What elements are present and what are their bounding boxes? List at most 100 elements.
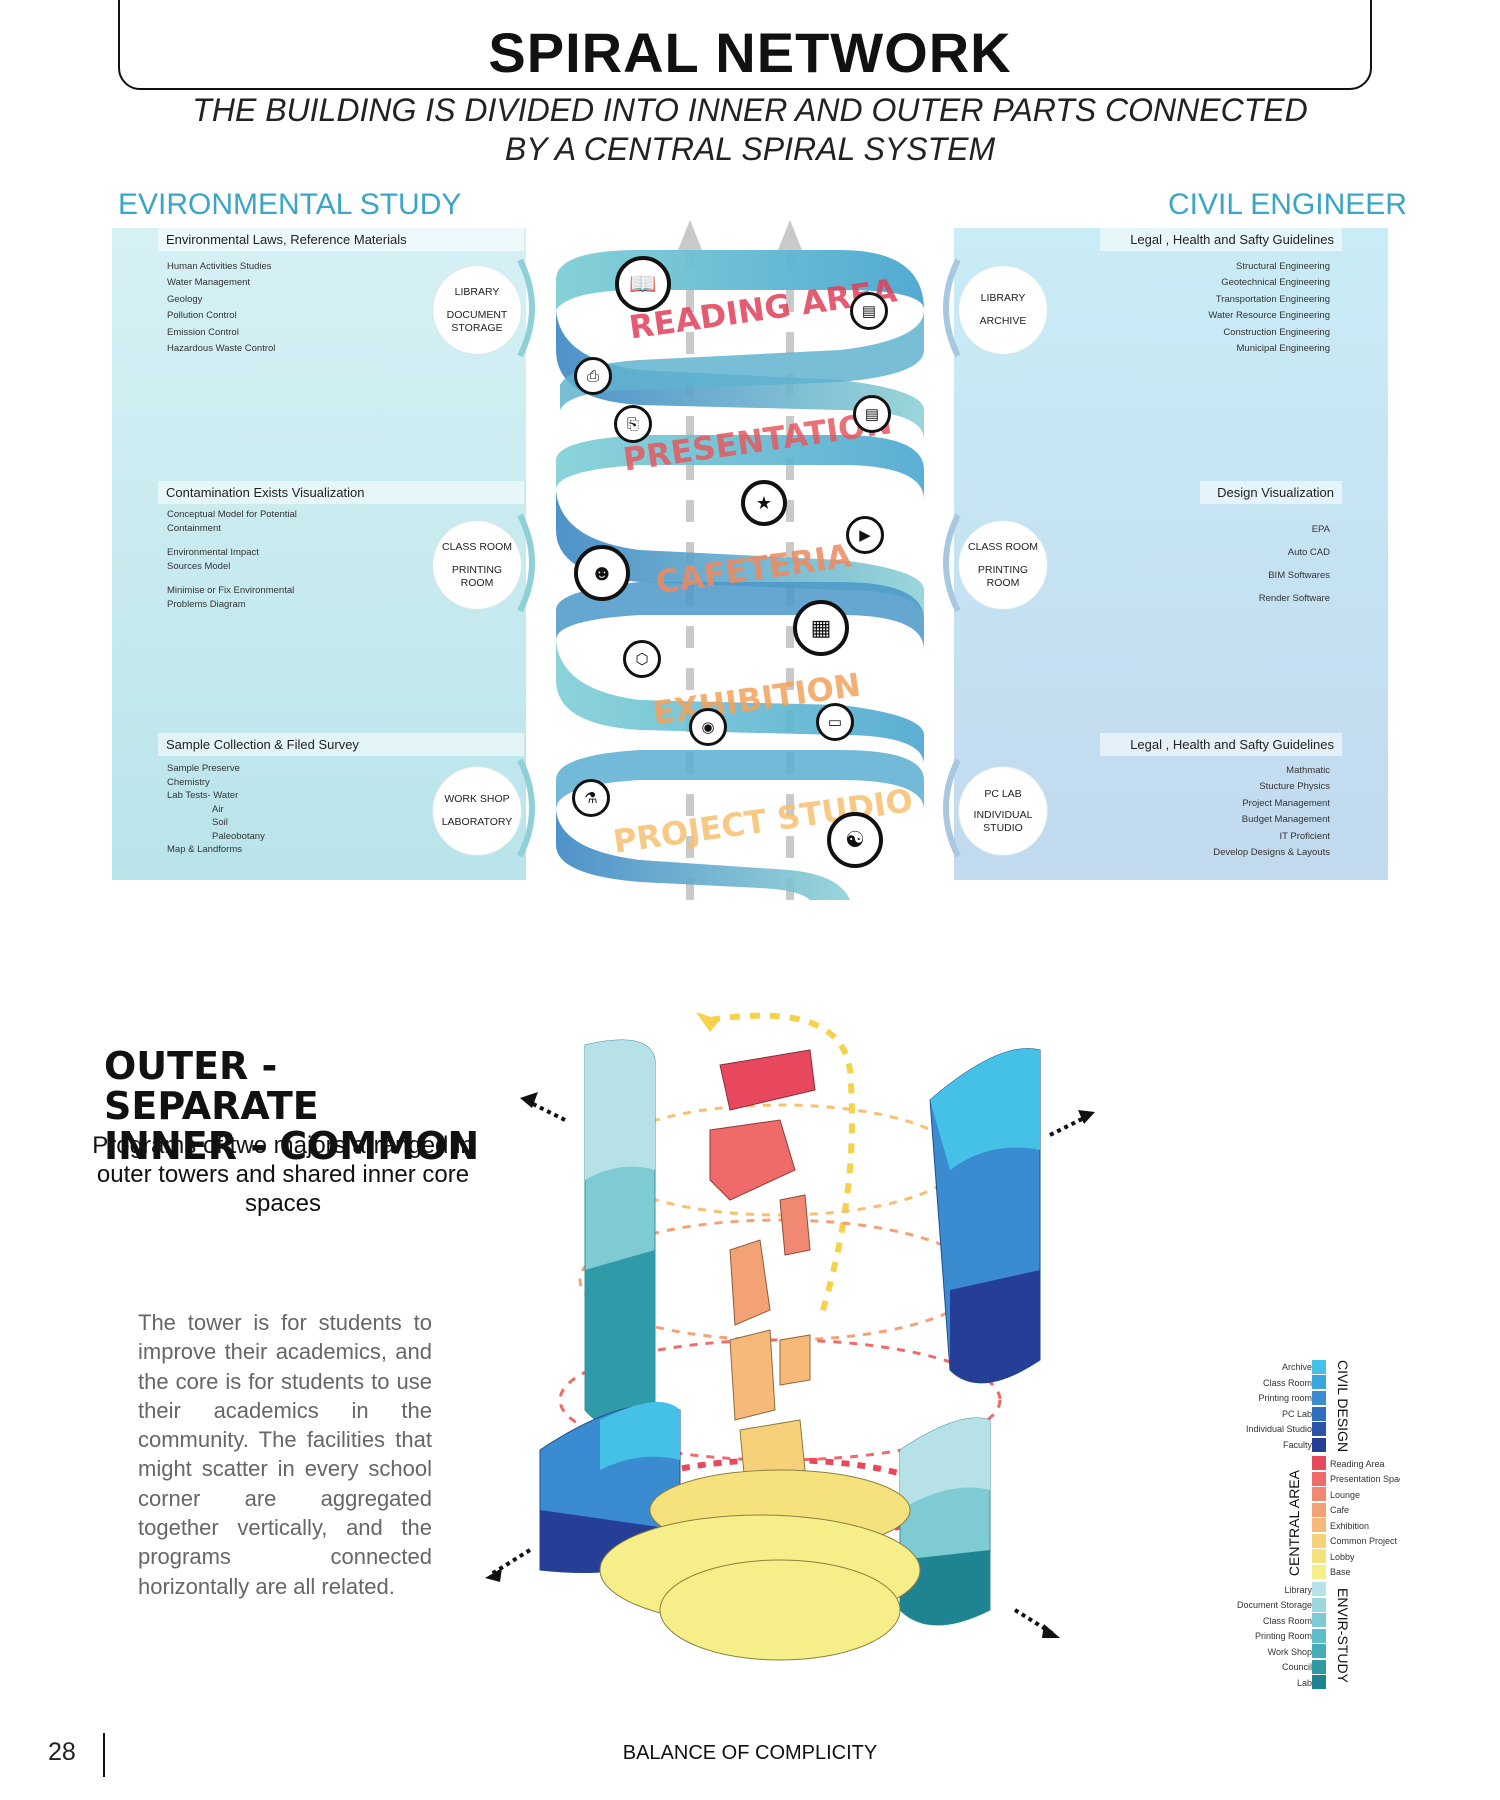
list-item: Water Management xyxy=(167,275,275,291)
legend-label: Document Storage xyxy=(1192,1600,1312,1610)
list-item: Lab Tests- Water xyxy=(167,789,265,803)
left-section-title: Environmental Laws, Reference Materials xyxy=(158,228,524,251)
legend-swatch xyxy=(1312,1375,1326,1389)
right-section-items: Mathmatic Stucture Physics Project Manag… xyxy=(1130,763,1330,861)
right-section-items: Structural Engineering Geotechnical Engi… xyxy=(1130,259,1330,357)
map-pin-icon: ◉ xyxy=(689,708,727,746)
legend-label: Library xyxy=(1192,1585,1312,1595)
legend-swatch xyxy=(1312,1518,1326,1532)
printer-icon: ⎙ xyxy=(574,357,612,395)
node-label: CLASS ROOM xyxy=(968,541,1038,554)
node-label: LIBRARY xyxy=(981,292,1026,305)
list-item: Mathmatic xyxy=(1130,763,1330,779)
legend-label: Lab xyxy=(1192,1678,1312,1688)
list-item: IT Proficient xyxy=(1130,829,1330,845)
legend-swatch xyxy=(1312,1629,1326,1643)
list-item: Sample Preserve xyxy=(167,762,265,776)
legend-group-label: CIVIL DESIGN xyxy=(1335,1360,1351,1452)
tower-core-diagram xyxy=(480,990,1210,1690)
left-section-title: Contamination Exists Visualization xyxy=(158,481,524,504)
page-title: SPIRAL NETWORK xyxy=(0,20,1500,85)
legend-label: Printing room xyxy=(1192,1393,1312,1403)
concept-body: The tower is for students to improve the… xyxy=(138,1308,432,1601)
list-item: Water Resource Engineering xyxy=(1130,308,1330,324)
legend-label: Faculty xyxy=(1192,1440,1312,1450)
legend-swatch xyxy=(1312,1582,1326,1596)
node-label: ARCHIVE xyxy=(980,315,1027,328)
right-heading: CIVIL ENGINEER xyxy=(1168,188,1407,222)
list-item: Geology xyxy=(167,292,275,308)
team-icon: ☯ xyxy=(827,812,883,868)
footer-title: BALANCE OF COMPLICITY xyxy=(0,1742,1500,1765)
legend-swatch xyxy=(1312,1438,1326,1452)
list-item: Air xyxy=(167,803,265,817)
legend-label: Reading Area xyxy=(1330,1459,1400,1469)
list-item: Project Management xyxy=(1130,796,1330,812)
computer-icon: ▭ xyxy=(816,703,854,741)
list-item: Municipal Engineering xyxy=(1130,341,1330,357)
display-board-icon: ▦ xyxy=(793,600,849,656)
legend-label: Lounge xyxy=(1330,1490,1400,1500)
left-heading: EVIRONMENTAL STUDY xyxy=(118,188,461,222)
legend-swatch xyxy=(1312,1456,1326,1470)
list-item: Soil xyxy=(167,816,265,830)
node-label: LIBRARY xyxy=(455,286,500,299)
right-section-items: EPA Auto CAD BIM Softwares Render Softwa… xyxy=(1130,518,1330,610)
left-section-items: Sample Preserve Chemistry Lab Tests- Wat… xyxy=(167,762,265,857)
list-item: Pollution Control xyxy=(167,308,275,324)
list-item: Develop Designs & Layouts xyxy=(1130,845,1330,861)
left-section-items: Conceptual Model for Potential Containme… xyxy=(167,508,297,612)
list-item: Human Activities Studies xyxy=(167,259,275,275)
concept-lede: Programs of two majors arranged in outer… xyxy=(68,1131,498,1218)
legend-swatch xyxy=(1312,1472,1326,1486)
cafeteria-person-icon: ☻ xyxy=(574,545,630,601)
right-section-title: Legal , Health and Safty Guidelines xyxy=(1100,228,1342,251)
legend-swatch xyxy=(1312,1613,1326,1627)
legend-label: Base xyxy=(1330,1567,1400,1577)
reader-icon: 📖 xyxy=(615,256,671,312)
presenter-icon: ★ xyxy=(741,480,787,526)
legend-swatch xyxy=(1312,1660,1326,1674)
subtitle-line-2: BY A CENTRAL SPIRAL SYSTEM xyxy=(0,131,1500,168)
copier-icon: ⎘ xyxy=(614,405,652,443)
legend-label: PC Lab xyxy=(1192,1409,1312,1419)
list-item: Transportation Engineering xyxy=(1130,292,1330,308)
legend-label: Cafe xyxy=(1330,1505,1400,1515)
heading-line: OUTER - SEPARATE xyxy=(104,1046,504,1126)
list-item: Chemistry xyxy=(167,776,265,790)
list-item: EPA xyxy=(1130,518,1330,541)
legend-label: Council xyxy=(1192,1662,1312,1672)
legend-swatch xyxy=(1312,1675,1326,1689)
legend-swatch xyxy=(1312,1598,1326,1612)
legend: Archive Class Room Printing room PC Lab … xyxy=(1220,1360,1370,1690)
legend-label: Class Room xyxy=(1192,1378,1312,1388)
list-item: Structural Engineering xyxy=(1130,259,1330,275)
binders-icon: ▤ xyxy=(853,395,891,433)
list-item: Construction Engineering xyxy=(1130,325,1330,341)
legend-group-label: ENVIR-STUDY xyxy=(1335,1588,1351,1683)
left-section-title: Sample Collection & Filed Survey xyxy=(158,733,524,756)
legend-swatch xyxy=(1312,1422,1326,1436)
legend-label: Class Room xyxy=(1192,1616,1312,1626)
legend-label: Work Shop xyxy=(1192,1647,1312,1657)
legend-swatch xyxy=(1312,1391,1326,1405)
legend-label: Printing Room xyxy=(1192,1631,1312,1641)
list-item: Environmental Impact xyxy=(167,546,297,560)
list-item: Auto CAD xyxy=(1130,541,1330,564)
list-item: Conceptual Model for Potential xyxy=(167,508,297,522)
list-item: Budget Management xyxy=(1130,812,1330,828)
molecule-icon: ⬡ xyxy=(623,640,661,678)
right-section-title: Legal , Health and Safty Guidelines xyxy=(1100,733,1342,756)
legend-label: Individual Studio xyxy=(1192,1424,1312,1434)
legend-swatch xyxy=(1312,1360,1326,1374)
list-item: Sources Model xyxy=(167,560,297,574)
list-item: Hazardous Waste Control xyxy=(167,341,275,357)
legend-swatch xyxy=(1312,1407,1326,1421)
left-section-items: Human Activities Studies Water Managemen… xyxy=(167,259,275,357)
list-item: Stucture Physics xyxy=(1130,779,1330,795)
legend-swatch xyxy=(1312,1503,1326,1517)
legend-label: Archive xyxy=(1192,1362,1312,1372)
list-item: Minimise or Fix Environmental xyxy=(167,584,297,598)
list-item: Paleobotany xyxy=(167,830,265,844)
legend-group-label: CENTRAL AREA xyxy=(1286,1470,1302,1576)
